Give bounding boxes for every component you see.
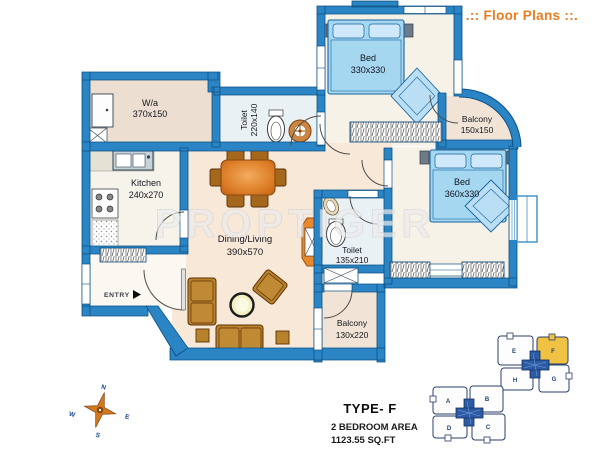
key-plan-notch [565, 372, 573, 380]
bed1-furniture [325, 19, 444, 125]
door-gap [347, 190, 379, 198]
toilet1-fixtures [267, 109, 312, 143]
window [509, 200, 517, 240]
door-gap [323, 283, 353, 292]
entry-marker: ENTRY [104, 290, 141, 299]
key-plan-letter-e: E [512, 349, 516, 355]
washer [91, 93, 114, 128]
bed1-dims: 330x330 [351, 65, 386, 75]
washing-area-fixtures [87, 93, 114, 144]
door-arcs [143, 94, 459, 319]
unit-area-line2: 1123.55 SQ.FT [331, 435, 396, 446]
room-labels: W/a 370x150 Toilet 220x140 Kitchen 240x2… [129, 53, 494, 340]
door-gap [316, 111, 326, 146]
hatched-fixtures [99, 121, 505, 284]
key-plan-top-cluster: E F H G [497, 332, 573, 393]
pillow [470, 153, 503, 169]
walls [81, 0, 522, 363]
doors [143, 94, 459, 319]
watermark: PROPTIGER [155, 202, 436, 246]
key-plan-letter-g: G [552, 377, 557, 383]
dining-set [209, 148, 287, 208]
key-plan-letter-c: C [486, 425, 491, 431]
pillow [332, 23, 365, 39]
compass-west: W [68, 411, 76, 419]
balcony1-label: Balcony [462, 114, 493, 124]
wa-label: W/a [142, 98, 158, 108]
door-gap [179, 209, 189, 239]
door-gap [453, 59, 463, 95]
key-plan-unit-e [497, 335, 534, 366]
windows-and-openings [81, 6, 538, 351]
key-plan-notch [429, 395, 437, 403]
key-plan-notch [444, 434, 452, 442]
wall-diagonal [145, 305, 189, 357]
page-title: .:: Floor Plans ::. [466, 8, 578, 23]
compass-east: E [124, 413, 131, 421]
toilet1-label: Toilet [239, 109, 249, 129]
pillow [434, 153, 467, 169]
wc [267, 115, 285, 143]
unit-summary: TYPE- F 2 BEDROOM AREA 1123.55 SQ.FT [331, 401, 418, 446]
toilet1-dims: 220x140 [249, 103, 259, 136]
door-gap [383, 159, 393, 189]
entry-door-leaf [181, 268, 186, 311]
balcony2-label: Balcony [337, 318, 368, 328]
compass-rose: N E S W [68, 384, 131, 440]
bed-1 [327, 19, 405, 95]
key-plan-unit-h [500, 367, 534, 391]
toilet2-dims: 135x210 [336, 255, 369, 265]
kitchen-label: Kitchen [131, 178, 161, 188]
key-plan-letter-f: F [551, 349, 555, 355]
key-plan-core-icon [521, 350, 550, 379]
key-plan-letter-h: H [513, 378, 517, 384]
armchair [252, 269, 288, 305]
bed2-label: Bed [454, 177, 470, 187]
key-plan-letter-d: D [447, 426, 452, 432]
key-plan: E F H G A B D C [429, 332, 573, 444]
balcony1-dims: 150x150 [461, 125, 494, 135]
rug [464, 179, 518, 233]
key-plan-letter-a: A [446, 399, 451, 405]
living-label: Dining/Living [218, 234, 272, 245]
unit-area-line1: 2 BEDROOM AREA [331, 422, 418, 433]
stove [91, 188, 119, 219]
entry-label: ENTRY [104, 292, 130, 299]
key-plan-bottom-cluster: A B D C [429, 385, 506, 444]
key-plan-notch [548, 333, 556, 341]
balcony1-floor [443, 95, 514, 147]
living-dims: 390x570 [227, 247, 263, 258]
key-plan-core-icon [455, 398, 484, 427]
key-plan-notch [483, 436, 491, 444]
sofa-set [187, 269, 290, 353]
compass-north: N [100, 384, 107, 392]
pillow [368, 23, 401, 39]
key-plan-letter-b: B [485, 397, 490, 403]
kitchen-fixtures [89, 149, 155, 249]
kitchen-dims: 240x270 [129, 190, 164, 200]
toilet2-label: Toilet [342, 245, 362, 255]
nightstand [403, 23, 414, 38]
compass-south: S [95, 432, 102, 440]
bed1-label: Bed [360, 53, 376, 63]
side-table [195, 328, 210, 343]
toilet1-label-group: Toilet 220x140 [239, 103, 259, 136]
side-table [275, 330, 290, 345]
unit-type-label: TYPE- F [343, 401, 396, 416]
nightstand [419, 150, 430, 165]
entry-arrow-icon [133, 290, 141, 299]
balcony2-dims: 130x220 [336, 330, 369, 340]
dining-table [220, 159, 276, 196]
wa-dims: 370x150 [133, 109, 168, 119]
bed2-dims: 360x330 [445, 189, 480, 199]
key-plan-notch [506, 332, 514, 340]
bed2-furniture [419, 149, 518, 233]
toilet2-fixtures [323, 196, 346, 247]
